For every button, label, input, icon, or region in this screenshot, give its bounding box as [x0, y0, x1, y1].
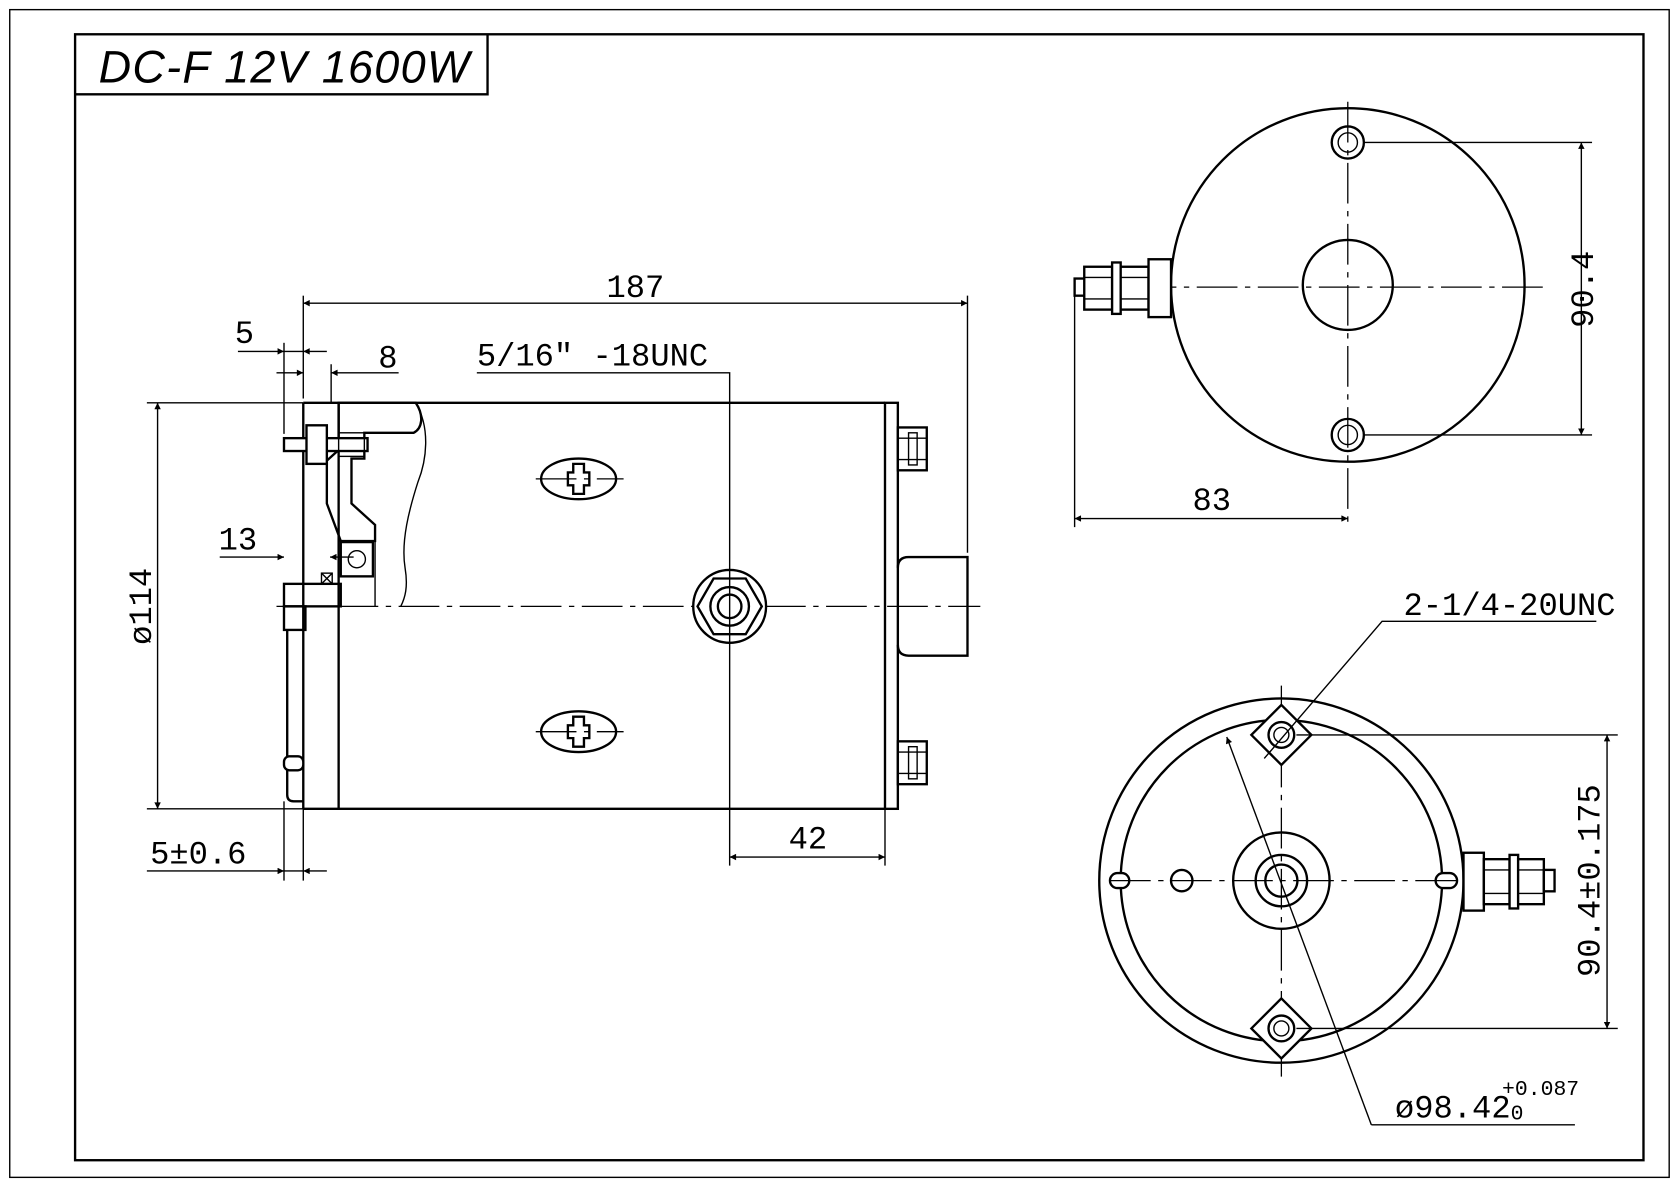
terminal-offset-label: 42	[789, 821, 828, 858]
bearing	[320, 540, 376, 607]
spigot-label: 5	[235, 316, 254, 353]
through-bolt-top	[896, 426, 928, 472]
through-bolt-bottom	[896, 740, 928, 786]
flange-terminal-post	[1462, 851, 1556, 912]
brush-cap-bottom	[535, 710, 624, 754]
diameter-label: ø114	[124, 568, 161, 645]
flange-stud-top	[282, 424, 369, 466]
mounting-hole-bottom	[1249, 996, 1314, 1061]
dimension-83: 83	[1073, 287, 1348, 528]
drawing-title: DC-F 12V 1600W	[99, 41, 473, 92]
flange-hole-spacing-label: 90.4±0.175	[1573, 784, 1610, 977]
end-terminal-post	[1073, 258, 1173, 319]
brush-cap-top	[535, 457, 624, 501]
thread-callout: 5/16″ -18UNC	[476, 338, 731, 866]
spigot	[286, 629, 304, 803]
end-cap	[883, 401, 900, 811]
flange-pin	[282, 755, 305, 772]
dimension-42: 42	[729, 808, 886, 866]
section-break-line	[400, 402, 427, 607]
dimension-90-4-tolerance: 90.4±0.175	[1296, 734, 1618, 1030]
thread-callout-flange: 2-1/4-20UNC	[1263, 588, 1616, 759]
dimension-5: 5	[235, 316, 327, 434]
thread-label: 5/16″ -18UNC	[477, 338, 708, 375]
mounting-hole-top	[1249, 703, 1314, 767]
pilot-lower-tolerance: 0	[1511, 1103, 1524, 1127]
bearing-offset-label: 13	[219, 523, 258, 560]
title-box	[75, 34, 489, 96]
dimension-5-tolerance: 5±0.6	[146, 801, 327, 881]
dimension-13: 13	[219, 523, 354, 561]
flange-thread-label: 2-1/4-20UNC	[1404, 588, 1616, 625]
drawing-border	[73, 33, 1645, 1162]
end-hole-spacing-label: 90.4	[1566, 251, 1603, 328]
pilot-diameter-callout: ø98.42 +0.087 0	[1225, 736, 1579, 1127]
outer-frame	[9, 8, 1670, 1179]
shaft-boss	[896, 555, 969, 657]
dimension-90-4: 90.4	[1363, 141, 1603, 436]
flange-view: 2-1/4-20UNC 90.4±0.175 ø98.42 +0.087 0	[1098, 588, 1618, 1127]
shaft-end	[282, 582, 342, 632]
pilot-upper-tolerance: +0.087	[1502, 1078, 1579, 1102]
spigot-tolerance-label: 5±0.6	[150, 836, 246, 873]
dimension-187: 187	[302, 270, 969, 553]
dimension-8: 8	[276, 340, 399, 403]
dimension-diameter-114: ø114	[124, 402, 304, 810]
pilot-diameter-label: ø98.42	[1395, 1090, 1511, 1127]
end-view: 90.4 83	[1073, 101, 1603, 528]
side-view: 187 5 8 5/16″ -18UNC 13 ø114	[124, 270, 981, 881]
terminal-length-label: 83	[1192, 483, 1231, 520]
length-label: 187	[606, 270, 664, 307]
flange-label: 8	[378, 340, 397, 377]
